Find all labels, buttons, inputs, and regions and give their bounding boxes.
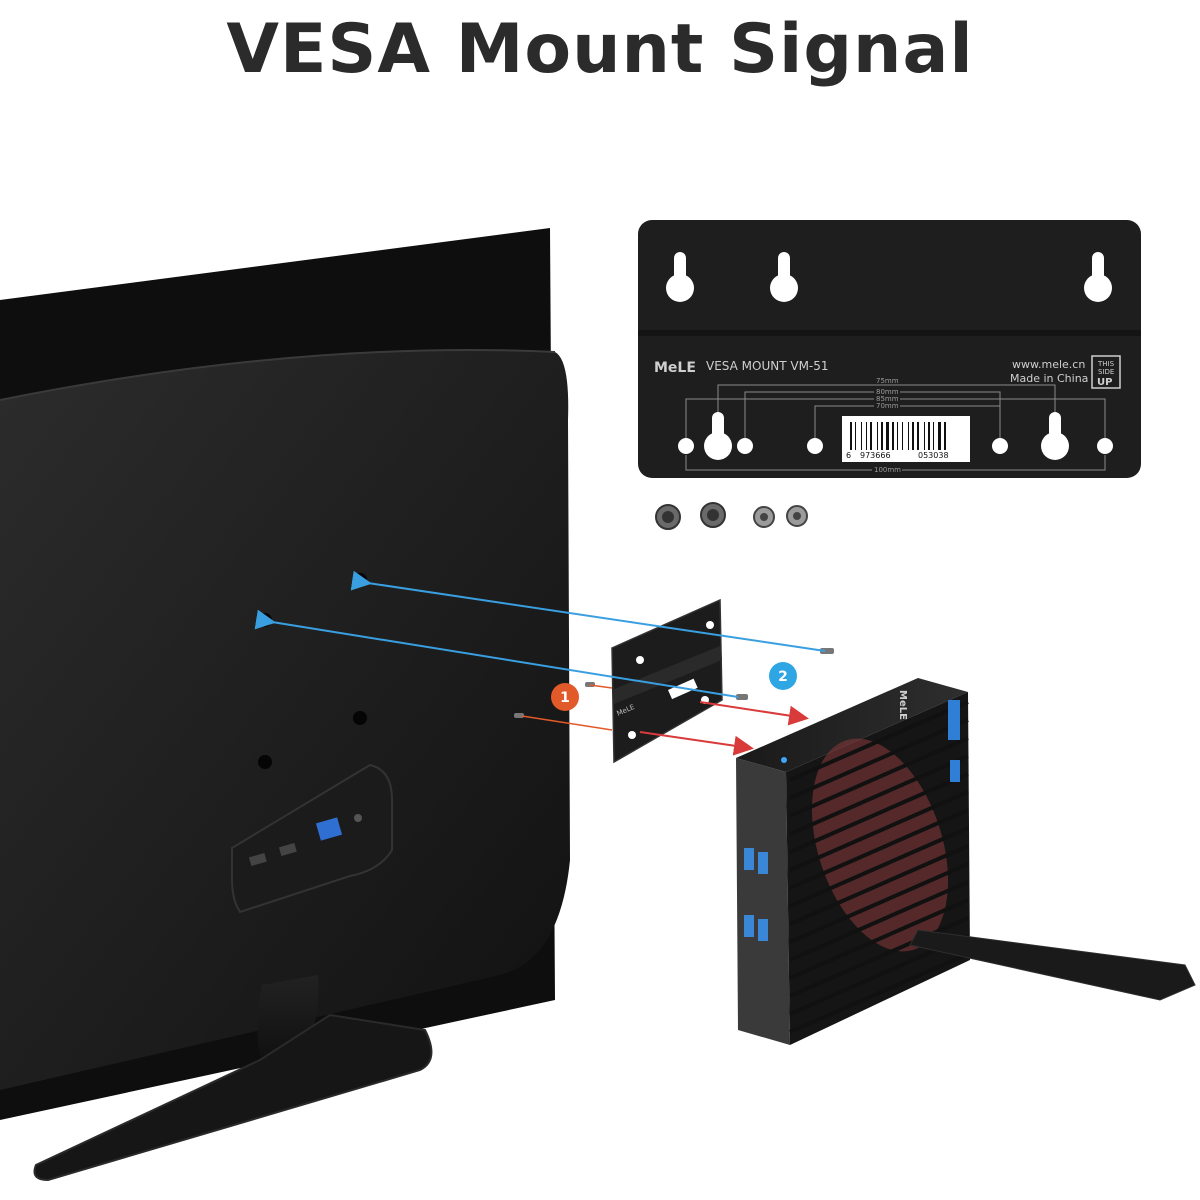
orientation-line1: THIS: [1097, 360, 1115, 368]
mounting-bracket: MeLE: [611, 598, 723, 764]
hdmi-port-2: [278, 842, 297, 857]
step-1-badge: 1: [551, 683, 579, 711]
dimension-70mm: 70mm: [876, 402, 899, 410]
red-arrows: [521, 684, 809, 756]
barcode-left: 973666: [860, 451, 891, 460]
dimension-75mm: 75mm: [876, 377, 899, 385]
arrow-orange-top: [589, 684, 613, 689]
barcode-prefix: 6: [846, 451, 851, 460]
pc-logo: MeLE: [897, 690, 908, 720]
usb-port: [758, 852, 768, 874]
hdmi-port-1: [248, 852, 267, 867]
bracket-closeup: MeLE VESA MOUNT VM-51 www.mele.cn Made i…: [638, 220, 1141, 478]
vesa-hole-bottom-right: [353, 711, 367, 725]
usb-port: [758, 919, 768, 941]
screw-icon: [753, 506, 775, 528]
orientation-line3: UP: [1097, 377, 1112, 388]
barcode-right: 053038: [918, 451, 949, 460]
dimension-100mm: 100mm: [874, 466, 901, 474]
barcode: 6 973666 053038: [842, 416, 970, 462]
vga-port: [315, 817, 343, 841]
pc-top: [736, 678, 968, 772]
arrow-blue-bottom: [254, 609, 739, 698]
blue-arrows: [254, 570, 826, 698]
vesa-hole-bottom-left: [258, 755, 272, 769]
screw-set: [655, 502, 808, 530]
monitor-stand-base: [33, 1013, 433, 1182]
mini-pc: MeLE: [736, 678, 1196, 1045]
loose-screw: [820, 648, 834, 654]
dimension-85mm: 85mm: [876, 395, 899, 403]
arrow-orange-bottom: [521, 715, 613, 731]
page-title: VESA Mount Signal: [226, 10, 974, 89]
step-1-number: 1: [560, 690, 570, 706]
bracket-model: VESA MOUNT VM-51: [706, 359, 829, 373]
arrow-blue-top: [350, 570, 826, 652]
port-panel: [231, 763, 393, 914]
power-led: [781, 757, 787, 763]
loose-screw: [736, 694, 748, 700]
bracket-brand: MeLE: [654, 360, 696, 376]
vesa-hole-top-right: [353, 573, 367, 587]
loose-screw: [585, 682, 595, 687]
bracket-origin: Made in China: [1010, 372, 1088, 385]
screw-icon: [786, 505, 808, 527]
arrow-red-bottom: [639, 731, 754, 756]
usb-port: [744, 915, 754, 937]
step-2-badge: 2: [769, 662, 797, 690]
dimension-80mm: 80mm: [876, 388, 899, 396]
step-2-number: 2: [778, 669, 788, 685]
bracket-website: www.mele.cn: [1012, 358, 1085, 371]
usb-port: [744, 848, 754, 870]
screw-icon: [655, 504, 681, 530]
pc-stand: [909, 929, 1196, 1001]
arrow-red-top: [699, 701, 809, 726]
monitor-back-shell: [0, 350, 570, 1090]
loose-screw: [514, 713, 524, 718]
pc-front: [736, 758, 790, 1045]
vesa-hole-top-left: [258, 613, 272, 627]
orientation-line2: SIDE: [1098, 368, 1114, 376]
monitor: [0, 228, 570, 1182]
screw-icon: [700, 502, 726, 528]
bracket-plate: [638, 220, 1141, 478]
